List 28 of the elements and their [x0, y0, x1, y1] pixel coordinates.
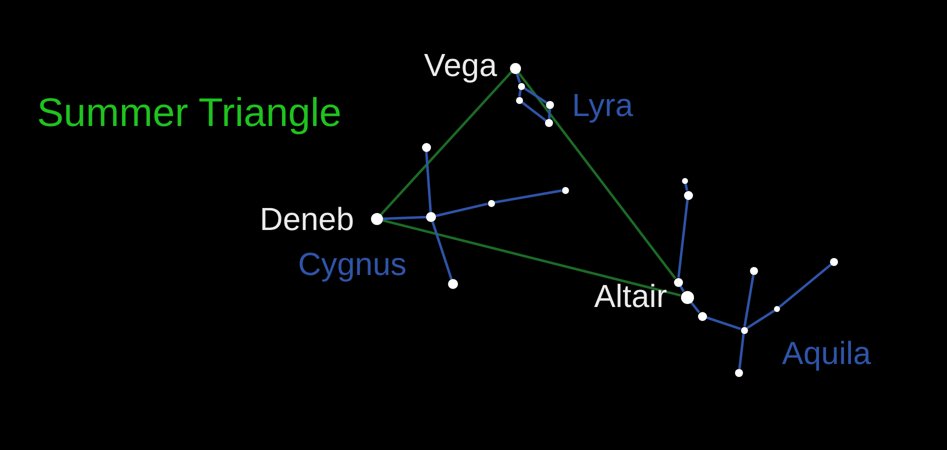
- triangle-line: [380, 71, 512, 216]
- constellation-line: [738, 333, 745, 370]
- constellation-line: [425, 151, 432, 212]
- constellation-line: [706, 316, 742, 330]
- constellation-name: Cygnus: [298, 245, 406, 283]
- constellation-line: [677, 199, 689, 278]
- constellation-line: [436, 202, 488, 218]
- constellation-line: [523, 86, 548, 104]
- star-name: Deneb: [260, 200, 354, 238]
- star-name: Altair: [594, 277, 667, 315]
- constellation-line: [743, 274, 755, 327]
- triangle-line: [382, 219, 681, 297]
- constellation-line: [778, 264, 832, 308]
- constellation-line: [382, 216, 426, 220]
- constellation-line: [516, 72, 522, 84]
- constellation-line: [690, 301, 700, 314]
- constellation-line: [521, 101, 547, 122]
- constellation-line: [494, 189, 562, 204]
- constellation-line: [548, 108, 552, 120]
- constellation-line: [518, 89, 522, 97]
- constellation-line: [684, 184, 688, 191]
- constellation-line: [746, 310, 776, 330]
- constellation-name: Aquila: [782, 334, 871, 372]
- triangle-line: [517, 72, 676, 280]
- title: Summer Triangle: [37, 90, 342, 137]
- constellation-line: [431, 221, 453, 280]
- constellation-name: Lyra: [572, 86, 634, 124]
- star-name: Vega: [424, 46, 497, 84]
